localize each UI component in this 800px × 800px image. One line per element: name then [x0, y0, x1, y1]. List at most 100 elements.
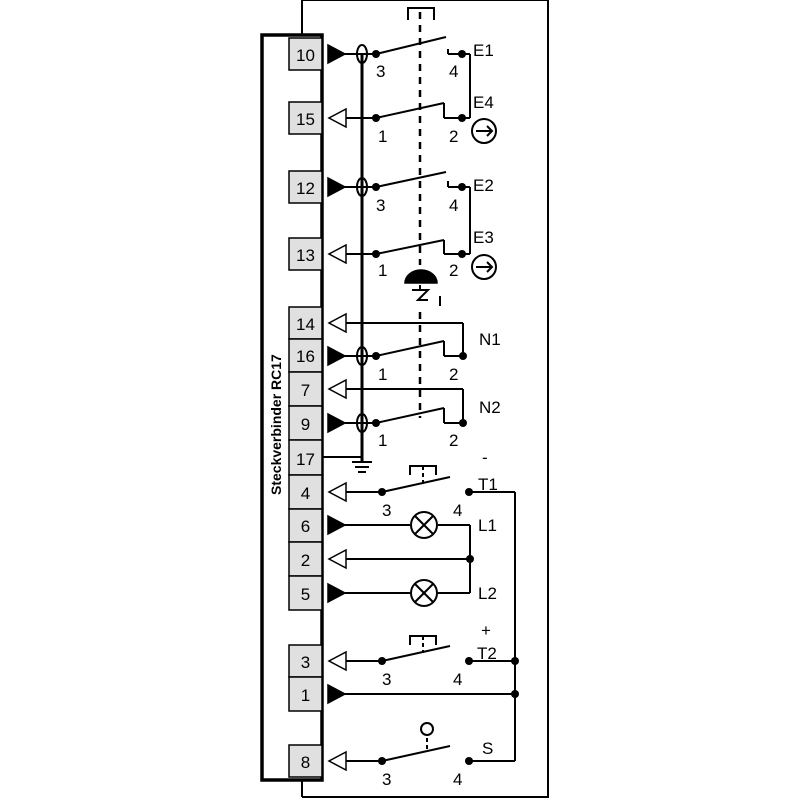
arrow-filled-icon [327, 582, 347, 604]
contact-pin-label: 1 [378, 127, 387, 146]
lamp-name-l2: L2 [478, 584, 497, 603]
arrow-hollow-icon [327, 750, 347, 772]
terminal-label: 16 [296, 347, 315, 366]
terminal-8: 8 [288, 744, 323, 778]
terminal-label: 13 [296, 246, 315, 265]
device-housing [301, 0, 549, 798]
actuator-top-icon [407, 7, 435, 20]
terminal-label: 17 [296, 450, 315, 469]
contact-pin-label: 4 [453, 501, 462, 520]
arrow-filled-icon [327, 43, 347, 65]
contact-name-n2: N2 [479, 398, 501, 417]
lamp-icon [410, 511, 438, 539]
contact-e4 [346, 102, 470, 122]
arrow-filled-icon [327, 176, 347, 198]
arrow-filled-icon [327, 412, 347, 434]
terminal-14: 14 [288, 306, 323, 340]
polarity-minus: - [482, 448, 488, 467]
contact-name-n1: N1 [479, 330, 501, 349]
terminal-4: 4 [288, 474, 323, 510]
terminal-3: 3 [288, 644, 323, 678]
connector-title: Steckverbinder RC17 [268, 354, 284, 495]
contact-name-t1: T1 [478, 475, 498, 494]
terminal-label: 15 [296, 110, 315, 129]
polarity-plus: + [481, 621, 491, 640]
contact-e2 [345, 171, 471, 254]
contact-n1 [345, 322, 467, 360]
terminal-17: 17 [288, 439, 323, 476]
contact-pin-label: 1 [378, 431, 387, 450]
pushbutton-head-icon [404, 269, 438, 284]
terminal-label: 7 [301, 381, 310, 400]
terminal-label: 3 [301, 653, 310, 672]
contact-name-e2: E2 [473, 176, 494, 195]
arrow-filled-icon [327, 514, 347, 536]
contact-pin-label: 3 [382, 770, 391, 789]
terminal-13: 13 [288, 237, 323, 271]
lamp-icon [410, 579, 438, 607]
terminal-6: 6 [288, 508, 323, 543]
contact-t2 [346, 635, 519, 665]
contact-e3 [346, 239, 470, 258]
terminal-label: 2 [301, 551, 310, 570]
arrow-hollow-icon [327, 378, 347, 400]
contact-pin-label: 2 [449, 365, 458, 384]
contact-name-t2: T2 [477, 644, 497, 663]
contact-pin-label: 4 [453, 670, 462, 689]
ground-icon [352, 461, 372, 473]
contact-pin-label: 4 [449, 62, 458, 81]
terminal-label: 8 [301, 753, 310, 772]
contact-name-e3: E3 [473, 228, 494, 247]
contact-name-e4: E4 [473, 93, 494, 112]
terminal-label: 10 [296, 46, 315, 65]
contact-n2 [345, 388, 467, 427]
contact-name-e1: E1 [473, 41, 494, 60]
terminal-label: 9 [301, 415, 310, 434]
contact-pin-label: 2 [449, 431, 458, 450]
arrow-hollow-icon [327, 548, 347, 570]
terminal-1-wire [345, 690, 519, 698]
contact-pin-label: 4 [453, 770, 462, 789]
terminal-16: 16 [288, 338, 323, 373]
arrow-filled-icon [327, 683, 347, 705]
arrow-filled-icon [327, 345, 347, 367]
terminal-label: 5 [301, 585, 310, 604]
contact-t1 [346, 465, 516, 761]
terminal-9: 9 [288, 405, 323, 441]
contact-s [346, 738, 515, 765]
arrow-hollow-icon [327, 107, 347, 129]
contact-name-s: S [482, 739, 493, 758]
terminal-1: 1 [288, 676, 323, 712]
contact-pin-label: 4 [449, 196, 458, 215]
contact-pin-label: 2 [449, 127, 458, 146]
contact-e1 [345, 36, 471, 118]
terminal-12: 12 [288, 170, 323, 204]
arrow-hollow-icon [327, 312, 347, 334]
terminal-15: 15 [288, 101, 323, 135]
arrow-hollow-icon [327, 650, 347, 672]
terminal-7: 7 [288, 371, 323, 407]
float-switch-icon [420, 722, 434, 736]
terminal-label: 6 [301, 517, 310, 536]
contact-pin-label: 3 [376, 62, 385, 81]
terminal-label: 14 [296, 315, 315, 334]
terminal-label: 12 [296, 179, 315, 198]
spring-icon [412, 285, 431, 301]
contact-pin-label: 2 [449, 261, 458, 280]
terminal-2: 2 [288, 541, 323, 577]
arrow-hollow-icon [327, 243, 347, 265]
arrow-hollow-icon [327, 481, 347, 503]
lamp-name-l1: L1 [478, 516, 497, 535]
contact-pin-label: 3 [382, 501, 391, 520]
contact-pin-label: 1 [378, 365, 387, 384]
terminal-10: 10 [288, 37, 323, 71]
direction-arrow-icon [471, 254, 497, 280]
contact-pin-label: 3 [376, 196, 385, 215]
terminal-label: 4 [301, 484, 310, 503]
terminal-5: 5 [288, 575, 323, 611]
direction-arrow-icon [471, 118, 497, 144]
terminal-label: 1 [301, 686, 310, 705]
contact-pin-label: 1 [378, 261, 387, 280]
contact-pin-label: 3 [382, 670, 391, 689]
